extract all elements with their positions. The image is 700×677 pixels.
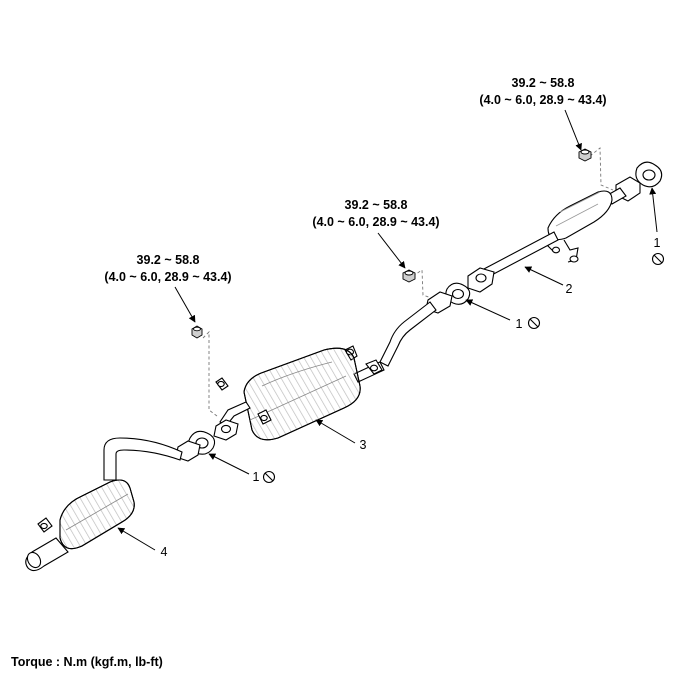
guide-line	[202, 330, 218, 417]
torque-value: 39.2 ~ 58.8	[345, 198, 408, 212]
leader-line	[117, 527, 156, 551]
prohibition-icons	[262, 252, 665, 484]
center-muffler-inlet-pipe	[379, 301, 437, 367]
leader-line	[564, 109, 582, 151]
gasket-right	[635, 161, 663, 188]
torque-value: 39.2 ~ 58.8	[137, 253, 200, 267]
leader-line	[649, 187, 658, 233]
torque-spec-left: 39.2 ~ 58.8 (4.0 ~ 6.0, 28.9 ~ 43.4)	[104, 253, 231, 284]
torque-unit-note: Torque : N.m (kgf.m, lb-ft)	[11, 655, 163, 669]
prohibition-icon	[262, 470, 276, 484]
callout-front-pipe: 2	[566, 282, 573, 296]
front-pipe-resonator	[547, 190, 613, 241]
callout-main-muffler: 4	[161, 545, 168, 559]
torque-spec-top-right: 39.2 ~ 58.8 (4.0 ~ 6.0, 28.9 ~ 43.4)	[479, 76, 606, 107]
bolt-guides	[202, 147, 614, 417]
leader-line	[174, 286, 196, 323]
nut-icon	[191, 325, 203, 339]
guide-line	[589, 147, 614, 191]
prohibition-icon	[651, 252, 665, 266]
front-pipe	[467, 176, 641, 293]
guide-line	[412, 269, 438, 301]
callout-center-muffler: 3	[360, 438, 367, 452]
leader-line	[208, 453, 250, 475]
main-muffler-inlet-pipe	[103, 437, 183, 481]
flange-nuts	[191, 148, 592, 339]
leader-line	[315, 419, 356, 444]
main-muffler	[25, 437, 201, 572]
callout-gasket-left: 1	[253, 470, 260, 484]
torque-value-alt-units: (4.0 ~ 6.0, 28.9 ~ 43.4)	[479, 93, 606, 107]
leader-line	[465, 299, 511, 321]
callout-gasket-center: 1	[516, 317, 523, 331]
nut-icon	[578, 148, 592, 162]
torque-value: 39.2 ~ 58.8	[512, 76, 575, 90]
main-muffler-body	[59, 479, 135, 550]
callout-leaders	[117, 187, 658, 551]
center-muffler	[213, 291, 453, 441]
nut-icon	[402, 269, 416, 283]
torque-leaders	[174, 109, 582, 323]
torque-value-alt-units: (4.0 ~ 6.0, 28.9 ~ 43.4)	[312, 215, 439, 229]
leader-line	[524, 266, 564, 286]
torque-spec-center: 39.2 ~ 58.8 (4.0 ~ 6.0, 28.9 ~ 43.4)	[312, 198, 439, 229]
front-pipe-tube	[481, 231, 559, 279]
prohibition-icon	[527, 316, 541, 330]
center-muffler-body	[243, 347, 361, 441]
callout-gasket-right: 1	[654, 236, 661, 250]
torque-value-alt-units: (4.0 ~ 6.0, 28.9 ~ 43.4)	[104, 270, 231, 284]
leader-line	[377, 232, 406, 269]
